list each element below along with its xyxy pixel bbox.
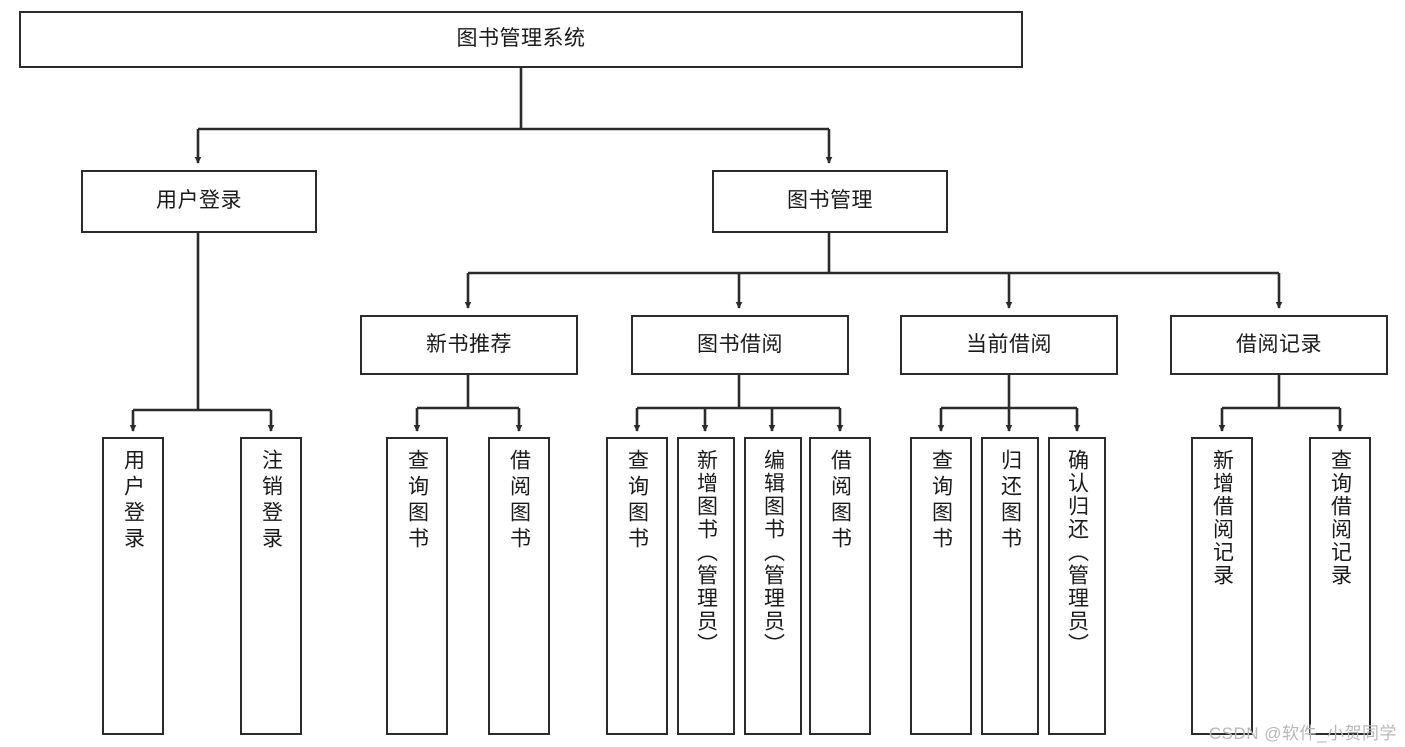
node-root[interactable]: 图书管理系统	[19, 11, 1023, 68]
node-borrow-record[interactable]: 借阅记录	[1170, 315, 1388, 375]
leaf-borrow-lend-book-label: 借阅图书	[828, 449, 852, 553]
leaf-user-logout-label: 注销登录	[259, 449, 283, 553]
node-user-login[interactable]: 用户登录	[81, 170, 317, 233]
leaf-current-confirm-return[interactable]: 确认归还（管理员）	[1048, 437, 1106, 735]
node-new-book-recommend-label: 新书推荐	[426, 332, 512, 356]
leaf-record-add-label: 新增借阅记录	[1210, 449, 1234, 587]
node-book-borrow-label: 图书借阅	[697, 332, 783, 356]
node-book-borrow[interactable]: 图书借阅	[631, 315, 849, 375]
leaf-user-logout[interactable]: 注销登录	[240, 437, 302, 735]
node-book-management[interactable]: 图书管理	[712, 170, 948, 233]
leaf-borrow-add-book-label: 新增图书（管理员）	[694, 449, 718, 656]
leaf-recommend-query-book-label: 查询图书	[405, 449, 429, 553]
node-borrow-record-label: 借阅记录	[1236, 332, 1322, 356]
leaf-current-query-book-label: 查询图书	[929, 449, 953, 553]
leaf-borrow-edit-book-label: 编辑图书（管理员）	[761, 449, 785, 656]
leaf-user-login[interactable]: 用户登录	[102, 437, 164, 735]
leaf-user-login-label: 用户登录	[121, 449, 145, 553]
leaf-borrow-lend-book[interactable]: 借阅图书	[809, 437, 871, 735]
leaf-recommend-borrow-book-label: 借阅图书	[507, 449, 531, 553]
leaf-current-confirm-return-label: 确认归还（管理员）	[1065, 449, 1089, 656]
node-current-borrow[interactable]: 当前借阅	[900, 315, 1118, 375]
leaf-current-return-book-label: 归还图书	[998, 449, 1022, 553]
leaf-record-add[interactable]: 新增借阅记录	[1191, 437, 1253, 735]
leaf-record-search[interactable]: 查询借阅记录	[1309, 437, 1371, 735]
leaf-recommend-query-book[interactable]: 查询图书	[386, 437, 448, 735]
node-current-borrow-label: 当前借阅	[966, 332, 1052, 356]
leaf-record-search-label: 查询借阅记录	[1328, 449, 1352, 587]
leaf-borrow-query-book[interactable]: 查询图书	[606, 437, 668, 735]
node-root-label: 图书管理系统	[456, 27, 586, 51]
leaf-recommend-borrow-book[interactable]: 借阅图书	[488, 437, 550, 735]
leaf-borrow-edit-book[interactable]: 编辑图书（管理员）	[744, 437, 802, 735]
leaf-current-return-book[interactable]: 归还图书	[981, 437, 1039, 735]
leaf-borrow-add-book[interactable]: 新增图书（管理员）	[677, 437, 735, 735]
node-book-management-label: 图书管理	[787, 189, 873, 213]
node-user-login-label: 用户登录	[156, 189, 242, 213]
csdn-watermark: CSDN @软件_小贺同学	[1208, 724, 1397, 743]
leaf-current-query-book[interactable]: 查询图书	[910, 437, 972, 735]
leaf-borrow-query-book-label: 查询图书	[625, 449, 649, 553]
node-new-book-recommend[interactable]: 新书推荐	[360, 315, 578, 375]
